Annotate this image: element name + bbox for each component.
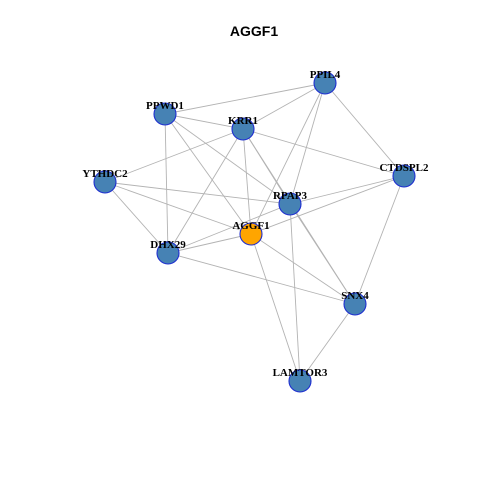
- edge-ppwd1-rpap3: [164, 113, 291, 205]
- edge-ppil4-ppwd1: [164, 82, 326, 115]
- node-ppwd1: PPWD1: [146, 100, 184, 126]
- edge-aggf1-lamtor3: [250, 233, 301, 382]
- edge-ctdspl2-rpap3: [289, 175, 405, 205]
- node-label-krr1: KRR1: [228, 115, 258, 127]
- node-aggf1: AGGF1: [232, 220, 270, 246]
- node-rpap3: RPAP3: [273, 190, 308, 216]
- edge-ppwd1-dhx29: [164, 113, 169, 254]
- node-circle-aggf1: [239, 222, 263, 246]
- node-circle-ythdc2: [93, 170, 117, 194]
- node-circle-lamtor3: [288, 369, 312, 393]
- node-snx4: SNX4: [341, 290, 369, 316]
- edge-layer: [104, 82, 405, 382]
- node-ppil4: PPIL4: [310, 69, 341, 95]
- diagram-title: AGGF1: [230, 23, 278, 39]
- node-label-lamtor3: LAMTOR3: [273, 367, 328, 379]
- edge-ctdspl2-aggf1: [250, 175, 405, 235]
- node-label-ythdc2: YTHDC2: [82, 168, 128, 180]
- edge-ythdc2-dhx29: [104, 181, 169, 254]
- node-circle-snx4: [343, 292, 367, 316]
- node-ctdspl2: CTDSPL2: [380, 162, 429, 188]
- node-label-rpap3: RPAP3: [273, 190, 308, 202]
- edge-aggf1-dhx29: [167, 233, 252, 254]
- node-dhx29: DHX29: [150, 239, 186, 265]
- node-circle-ppwd1: [153, 102, 177, 126]
- node-lamtor3: LAMTOR3: [273, 367, 328, 393]
- node-label-ctdspl2: CTDSPL2: [380, 162, 429, 174]
- node-label-ppil4: PPIL4: [310, 69, 341, 81]
- node-circle-rpap3: [278, 192, 302, 216]
- edge-snx4-lamtor3: [299, 303, 356, 382]
- edge-krr1-ctdspl2: [242, 128, 405, 177]
- edge-ppil4-aggf1: [250, 82, 326, 235]
- edge-ppil4-rpap3: [289, 82, 326, 205]
- node-circle-krr1: [231, 117, 255, 141]
- edge-ppwd1-aggf1: [164, 113, 252, 235]
- edge-rpap3-dhx29: [167, 203, 291, 254]
- node-circle-ctdspl2: [392, 164, 416, 188]
- edge-ythdc2-rpap3: [104, 181, 291, 205]
- node-circle-ppil4: [313, 71, 337, 95]
- node-krr1: KRR1: [228, 115, 258, 141]
- edge-ppwd1-krr1: [164, 113, 244, 130]
- edge-ppil4-krr1: [242, 82, 326, 130]
- node-label-ppwd1: PPWD1: [146, 100, 184, 112]
- node-label-dhx29: DHX29: [150, 239, 186, 251]
- edge-krr1-aggf1: [242, 128, 252, 235]
- edge-rpap3-snx4: [289, 203, 356, 305]
- edge-ppil4-ctdspl2: [324, 82, 405, 177]
- node-ythdc2: YTHDC2: [82, 168, 128, 194]
- node-label-aggf1: AGGF1: [232, 220, 269, 232]
- edge-dhx29-snx4: [167, 252, 356, 305]
- node-label-snx4: SNX4: [341, 290, 369, 302]
- edge-rpap3-lamtor3: [289, 203, 301, 382]
- edge-ythdc2-aggf1: [104, 181, 252, 235]
- edge-aggf1-snx4: [250, 233, 356, 305]
- edge-ctdspl2-snx4: [354, 175, 405, 305]
- edge-krr1-dhx29: [167, 128, 244, 254]
- edge-krr1-ythdc2: [104, 128, 244, 183]
- node-circle-dhx29: [156, 241, 180, 265]
